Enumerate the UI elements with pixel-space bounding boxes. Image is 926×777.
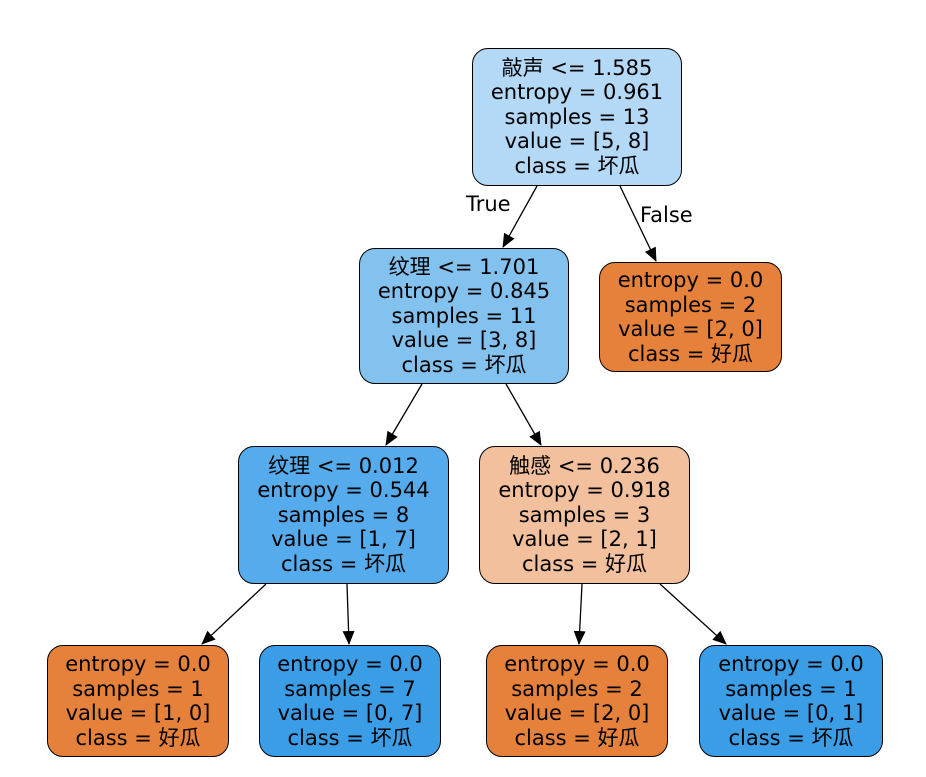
node-samples-text: samples = 7 bbox=[284, 676, 416, 701]
node-samples-text: samples = 1 bbox=[725, 676, 857, 701]
edge-n4-n8 bbox=[659, 583, 727, 645]
edge-n3-n5 bbox=[201, 583, 267, 645]
edge-n4-n7 bbox=[573, 583, 586, 645]
node-value-text: value = [2, 0] bbox=[618, 317, 763, 341]
node-entropy-text: entropy = 0.0 bbox=[65, 652, 211, 676]
node-class-text: class = 好瓜 bbox=[521, 551, 648, 576]
node-entropy-text: entropy = 0.845 bbox=[377, 279, 551, 304]
node-condition-text: 纹理 <= 1.701 bbox=[388, 254, 540, 279]
node-class-text: class = 坏瓜 bbox=[401, 352, 527, 377]
node-entropy-text: entropy = 0.0 bbox=[277, 652, 423, 676]
node-samples-text: samples = 2 bbox=[624, 292, 757, 317]
node-condition-text: 触感 <= 0.236 bbox=[509, 453, 660, 478]
node-value-text: value = [0, 1] bbox=[718, 701, 864, 725]
node-value-text: value = [3, 8] bbox=[391, 328, 537, 353]
node-class-text: class = 坏瓜 bbox=[514, 153, 640, 178]
node-entropy-text: entropy = 0.544 bbox=[257, 478, 430, 503]
edge-n3-n6 bbox=[342, 583, 355, 645]
node-value-text: value = [2, 0] bbox=[504, 701, 650, 725]
edge-n1-n3 bbox=[385, 383, 423, 446]
node-class-text: class = 坏瓜 bbox=[287, 725, 413, 750]
edge-label-false: False bbox=[640, 203, 693, 227]
node-class-text: class = 好瓜 bbox=[514, 725, 640, 750]
node-samples-text: samples = 2 bbox=[511, 676, 643, 701]
node-condition-text: 敲声 <= 1.585 bbox=[501, 55, 653, 80]
node-samples-text: samples = 11 bbox=[391, 303, 537, 328]
edge-label-true: True bbox=[466, 192, 511, 216]
node-entropy-text: entropy = 0.0 bbox=[718, 652, 864, 676]
node-class-text: class = 好瓜 bbox=[75, 725, 201, 750]
node-class-text: class = 坏瓜 bbox=[728, 725, 854, 750]
edge-n0-n2 bbox=[619, 185, 657, 262]
node-value-text: value = [1, 0] bbox=[65, 701, 211, 725]
node-condition-text: 纹理 <= 0.012 bbox=[268, 453, 419, 478]
node-samples-text: samples = 3 bbox=[518, 502, 651, 527]
node-entropy-text: entropy = 0.961 bbox=[490, 80, 664, 105]
node-class-text: class = 好瓜 bbox=[627, 341, 754, 366]
node-value-text: value = [5, 8] bbox=[504, 129, 650, 154]
node-value-text: value = [1, 7] bbox=[271, 527, 416, 552]
node-samples-text: samples = 1 bbox=[72, 676, 204, 701]
node-value-text: value = [2, 1] bbox=[512, 527, 657, 552]
edge-n0-n1 bbox=[502, 185, 538, 248]
node-samples-text: samples = 8 bbox=[277, 502, 410, 527]
node-value-text: value = [0, 7] bbox=[277, 701, 423, 725]
node-samples-text: samples = 13 bbox=[504, 104, 650, 129]
node-entropy-text: entropy = 0.0 bbox=[617, 268, 764, 292]
node-entropy-text: entropy = 0.918 bbox=[498, 478, 671, 503]
edge-n1-n4 bbox=[505, 383, 542, 446]
node-entropy-text: entropy = 0.0 bbox=[504, 652, 650, 676]
node-class-text: class = 坏瓜 bbox=[280, 551, 407, 576]
